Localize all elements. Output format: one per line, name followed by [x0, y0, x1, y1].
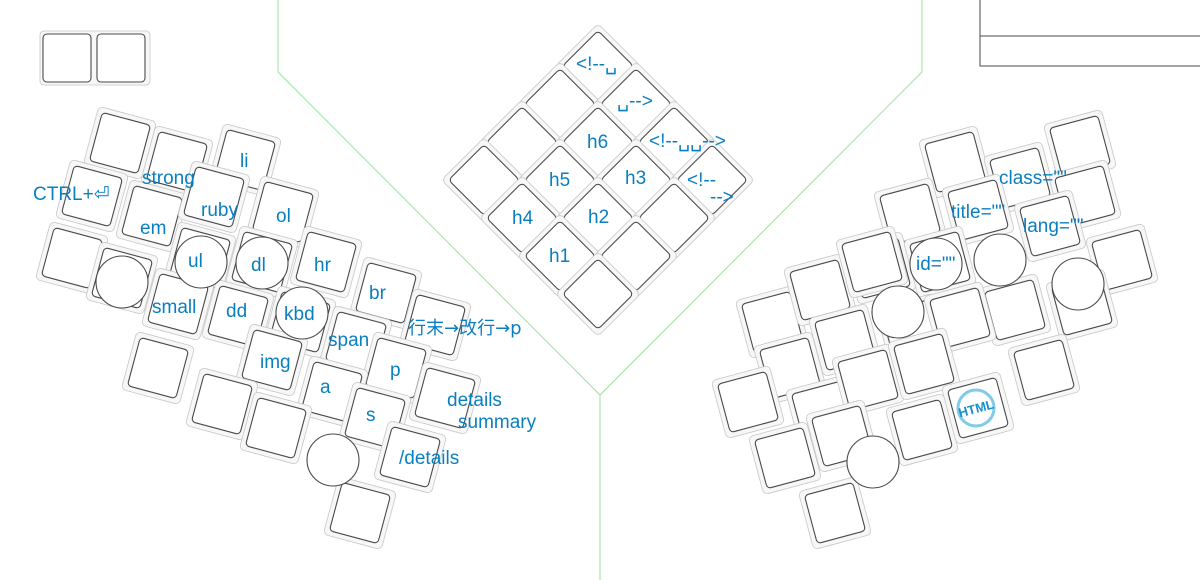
br-label: br [369, 283, 387, 304]
knobs-layer [95, 233, 1105, 489]
right-key-29 [798, 476, 872, 550]
right-key-13 [835, 225, 909, 299]
h4-label: h4 [512, 208, 534, 229]
left-key-6 [177, 160, 251, 234]
top-left-key-2 [96, 33, 146, 83]
left-key-12 [289, 225, 363, 299]
right-knob-4 [871, 285, 925, 339]
img-label: img [260, 352, 291, 373]
left-key-21 [359, 331, 433, 405]
comment-open-label: <!-- [687, 170, 716, 191]
kbd-label: kbd [284, 304, 315, 325]
h6-label: h6 [587, 132, 608, 153]
h5-label: h5 [549, 170, 570, 191]
keys-layer [35, 25, 1159, 550]
left-knob-3 [235, 236, 289, 290]
left-key-13 [349, 256, 423, 330]
li-label: li [240, 151, 248, 172]
em-label: em [140, 218, 166, 239]
left-key-8 [35, 221, 109, 295]
lang-attr-label: lang="" [1023, 216, 1084, 237]
left-key-27 [373, 420, 447, 494]
comment-open-space-label: <!--␣ [576, 54, 617, 75]
dd-label: dd [226, 301, 247, 322]
top-right-frame [979, 0, 1200, 67]
left-knob-4 [275, 286, 329, 340]
ruby-label: ruby [201, 200, 238, 221]
left-key-19 [121, 331, 195, 405]
right-key-24 [1007, 333, 1081, 407]
right-key-14 [978, 273, 1052, 347]
right-key-23 [887, 327, 961, 401]
p-label: p [390, 360, 401, 381]
dl-label: dl [251, 255, 266, 276]
right-key-20 [711, 365, 785, 439]
top-left-key-1 [42, 33, 92, 83]
class-attr-label: class="" [999, 168, 1067, 189]
case-outline [277, 0, 923, 580]
center-key-16 [557, 253, 639, 335]
id-attr-label: id="" [916, 254, 955, 275]
left-key-5 [115, 179, 189, 253]
left-knob-5 [306, 433, 360, 487]
comment-close-space-label: ␣--> [617, 91, 653, 112]
left-key-28 [323, 476, 397, 550]
comment-pair-label: <!--␣␣--> [649, 131, 726, 152]
strong-label: strong [142, 168, 195, 189]
left-key-22 [185, 367, 259, 441]
left-key-24 [338, 381, 412, 455]
right-key-27 [885, 393, 959, 467]
title-attr-label: title="" [951, 202, 1005, 223]
h3-label: h3 [625, 168, 646, 189]
ctrl-enter-label: CTRL+⏎ [33, 184, 110, 205]
small-label: small [152, 297, 196, 318]
labels-layer: CTRL+⏎ strong li em ruby ol ul dl hr br … [33, 54, 1084, 469]
right-key-25 [748, 421, 822, 495]
right-key-12 [783, 253, 857, 327]
left-key-20 [235, 323, 309, 397]
left-key-25 [408, 361, 482, 435]
right-key-7 [1013, 189, 1087, 263]
details-close-label: /details [399, 448, 459, 469]
comment-close-label: --> [710, 187, 734, 208]
right-knob-2 [973, 233, 1027, 287]
details-label: details [447, 390, 502, 411]
span-label: span [328, 330, 369, 351]
right-knob-5 [846, 435, 900, 489]
top-left-key-pair [39, 30, 151, 86]
right-knob-1 [909, 237, 963, 291]
hr-label: hr [314, 255, 332, 276]
left-key-1 [83, 106, 157, 180]
right-key-22 [831, 343, 905, 417]
ul-label: ul [188, 251, 203, 272]
a-label: a [320, 377, 331, 398]
right-knob-3 [1051, 257, 1105, 311]
right-key-1 [918, 125, 992, 199]
left-knob-2 [174, 235, 228, 289]
s-label: s [366, 405, 376, 426]
summary-label: summary [458, 412, 537, 433]
line-end-label: 行末→改行→p [408, 318, 522, 339]
html-badge: HTML [956, 388, 996, 428]
left-key-4 [55, 159, 129, 233]
h1-label: h1 [549, 246, 570, 267]
h2-label: h2 [588, 207, 609, 228]
left-knob-1 [95, 255, 149, 309]
left-key-26 [239, 391, 313, 465]
ol-label: ol [276, 206, 291, 227]
